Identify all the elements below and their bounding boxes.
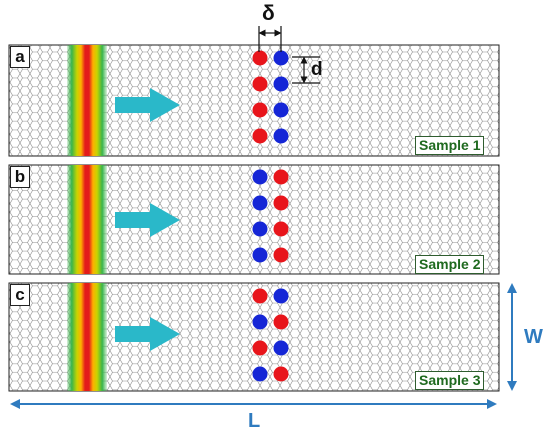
blue-dot — [273, 288, 289, 304]
d-symbol: d — [311, 59, 323, 80]
wave-band — [67, 283, 107, 391]
sample-label-3: Sample 3 — [415, 371, 485, 390]
delta-symbol: δ — [262, 2, 275, 25]
propagation-arrow — [115, 88, 180, 122]
blue-dot — [252, 169, 268, 185]
propagation-arrow — [115, 317, 180, 351]
propagation-arrow — [115, 203, 180, 237]
width-label: W — [524, 326, 543, 348]
blue-dot — [252, 247, 268, 263]
red-dot — [252, 50, 268, 66]
panel-a — [8, 44, 500, 157]
red-dot — [273, 195, 289, 211]
panel-label-c: c — [10, 284, 30, 306]
length-label: L — [248, 410, 261, 432]
d-dimension — [292, 56, 320, 84]
blue-dot — [273, 340, 289, 356]
red-dot — [252, 76, 268, 92]
blue-dot — [273, 76, 289, 92]
scatterer-columns — [252, 50, 289, 144]
red-dot — [273, 247, 289, 263]
sample-label-1: Sample 1 — [415, 136, 485, 155]
scatterer-columns — [252, 288, 289, 382]
red-dot — [252, 288, 268, 304]
blue-dot — [252, 366, 268, 382]
panel-label-b: b — [10, 166, 30, 188]
blue-dot — [273, 102, 289, 118]
delta-dimension — [258, 26, 282, 52]
scatterer-columns — [252, 169, 289, 263]
blue-dot — [252, 314, 268, 330]
red-dot — [252, 340, 268, 356]
red-dot — [273, 169, 289, 185]
red-dot — [273, 366, 289, 382]
wave-band — [67, 165, 107, 274]
blue-dot — [273, 50, 289, 66]
red-dot — [273, 221, 289, 237]
red-dot — [252, 128, 268, 144]
red-dot — [273, 314, 289, 330]
wave-band — [67, 45, 107, 156]
panel-label-a: a — [10, 46, 30, 68]
blue-dot — [252, 221, 268, 237]
blue-dot — [273, 128, 289, 144]
blue-dot — [252, 195, 268, 211]
sample-label-2: Sample 2 — [415, 255, 485, 274]
red-dot — [252, 102, 268, 118]
